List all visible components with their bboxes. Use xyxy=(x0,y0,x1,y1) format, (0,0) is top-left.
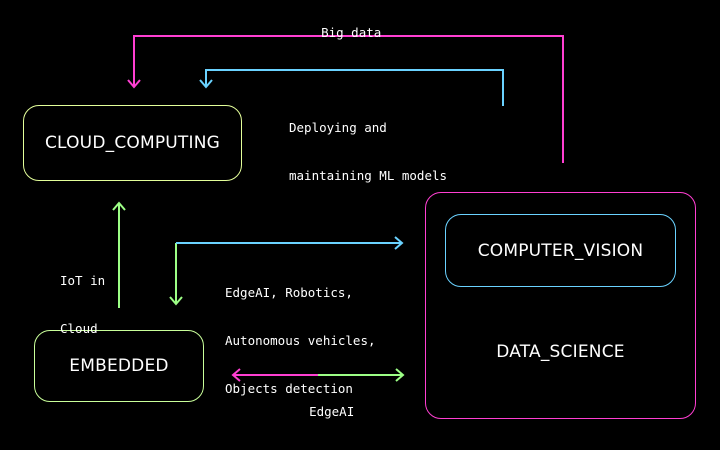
edgeai-arrowhead-green xyxy=(395,368,405,382)
big-data-arrow xyxy=(133,35,564,163)
ml-models-arrowhead xyxy=(199,79,213,89)
ml-models-text-1: Deploying and xyxy=(289,120,387,135)
ml-models-arrow xyxy=(205,69,504,106)
iot-arrowhead xyxy=(112,201,126,211)
edgeai-text: EdgeAI xyxy=(309,404,355,419)
edgeai-arrowhead-magenta xyxy=(231,368,241,382)
cv-edge-text-3: Objects detection xyxy=(225,381,353,396)
data-science-node: DATA_SCIENCE xyxy=(425,192,696,419)
big-data-text: Big data xyxy=(321,25,382,40)
ml-models-text-2: maintaining ML models xyxy=(289,168,448,183)
cv-arrowhead-cyan xyxy=(394,236,404,250)
cloud-computing-node: CLOUD_COMPUTING xyxy=(23,105,242,181)
data-science-label: DATA_SCIENCE xyxy=(496,342,625,362)
edgeai-label: EdgeAI xyxy=(294,388,354,420)
cloud-computing-label: CLOUD_COMPUTING xyxy=(44,133,221,153)
computer-vision-node: COMPUTER_VISION xyxy=(445,214,676,287)
big-data-arrowhead xyxy=(127,79,141,89)
iot-label: IoT in Cloud xyxy=(60,241,105,353)
iot-text-1: IoT in xyxy=(60,273,106,288)
cv-arrowhead-green xyxy=(169,296,183,306)
ml-models-label: Deploying and maintaining ML models xyxy=(289,88,447,200)
cv-edge-text-2: Autonomous vehicles, xyxy=(225,333,376,348)
iot-text-2: Cloud xyxy=(60,321,98,336)
cv-edge-text-1: EdgeAI, Robotics, xyxy=(225,285,353,300)
big-data-label: Big data xyxy=(306,9,381,41)
embedded-node: EMBEDDED xyxy=(34,330,204,402)
computer-vision-label: COMPUTER_VISION xyxy=(477,240,644,261)
embedded-label: EMBEDDED xyxy=(69,356,169,376)
cv-edge-label: EdgeAI, Robotics, Autonomous vehicles, O… xyxy=(225,253,376,413)
